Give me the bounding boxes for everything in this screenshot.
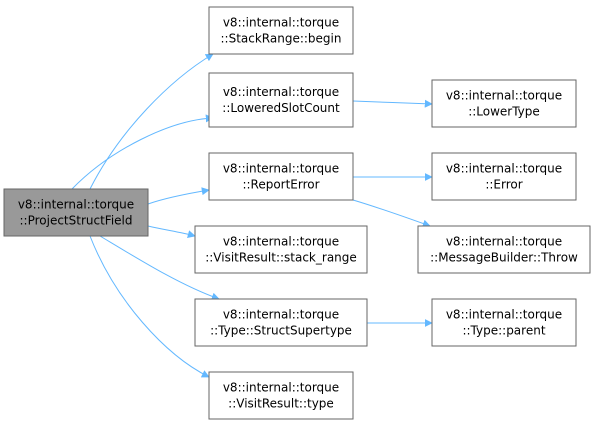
- node-box: [208, 371, 354, 420]
- edge-report_error-to-messagebuilder_throw: [352, 199, 431, 228]
- node-label-line: ::StackRange::begin: [221, 32, 342, 46]
- node-label-line: v8::internal::torque: [223, 381, 339, 395]
- edge-lowered_slot_count-to-lower_type: [352, 99, 433, 108]
- node-box: [208, 6, 354, 55]
- node-type-parent[interactable]: v8::internal::torque::Type::parent: [431, 298, 577, 347]
- node-label-line: ::Type::parent: [462, 324, 545, 338]
- node-label-line: v8::internal::torque: [223, 16, 339, 30]
- node-type-struct-supertype[interactable]: v8::internal::torque::Type::StructSupert…: [194, 298, 368, 347]
- edge-root-to-visitresult_type: [89, 235, 210, 378]
- node-label-line: ::ReportError: [242, 178, 319, 192]
- node-visitresult-stack-range[interactable]: v8::internal::torque::VisitResult::stack…: [194, 225, 368, 274]
- edge-root-to-type_struct_supertype: [99, 235, 220, 301]
- node-label-line: ::Error: [485, 178, 522, 192]
- node-box: [417, 225, 591, 274]
- node-box: [431, 298, 577, 347]
- node-label-line: ::VisitResult::type: [228, 397, 334, 411]
- node-label-line: v8::internal::torque: [446, 89, 562, 103]
- edge-root-to-stackrange_begin: [89, 53, 214, 190]
- edge-root-to-report_error: [147, 187, 210, 205]
- node-label-line: v8::internal::torque: [446, 235, 562, 249]
- node-label-line: ::Type::StructSupertype: [210, 324, 352, 338]
- node-label-line: v8::internal::torque: [446, 308, 562, 322]
- node-box: [3, 188, 149, 237]
- node-label-line: v8::internal::torque: [446, 162, 562, 176]
- node-stackrange-begin[interactable]: v8::internal::torque::StackRange::begin: [208, 6, 354, 55]
- edge-root-to-visitresult_stack_range: [147, 225, 196, 239]
- node-lower-type[interactable]: v8::internal::torque::LowerType: [431, 79, 577, 128]
- node-visitresult-type[interactable]: v8::internal::torque::VisitResult::type: [208, 371, 354, 420]
- node-label-line: v8::internal::torque: [18, 198, 134, 212]
- node-label-line: ::LoweredSlotCount: [222, 101, 340, 115]
- nodes-layer: v8::internal::torque::ProjectStructField…: [3, 6, 591, 420]
- node-label-line: v8::internal::torque: [223, 162, 339, 176]
- node-error[interactable]: v8::internal::torque::Error: [431, 152, 577, 201]
- node-box: [208, 152, 354, 201]
- node-label-line: v8::internal::torque: [223, 85, 339, 99]
- node-label-line: v8::internal::torque: [223, 308, 339, 322]
- edge-root-to-lowered_slot_count: [71, 114, 214, 190]
- node-root[interactable]: v8::internal::torque::ProjectStructField: [3, 188, 149, 237]
- node-label-line: ::LowerType: [468, 105, 540, 119]
- edges-layer: [71, 53, 433, 378]
- node-messagebuilder-throw[interactable]: v8::internal::torque::MessageBuilder::Th…: [417, 225, 591, 274]
- node-box: [208, 72, 354, 128]
- node-label-line: ::MessageBuilder::Throw: [430, 251, 578, 265]
- node-report-error[interactable]: v8::internal::torque::ReportError: [208, 152, 354, 201]
- node-box: [194, 225, 368, 274]
- node-label-line: ::VisitResult::stack_range: [205, 251, 357, 265]
- node-box: [194, 298, 368, 347]
- node-label-line: ::ProjectStructField: [19, 214, 132, 228]
- node-box: [431, 152, 577, 201]
- node-lowered-slot-count[interactable]: v8::internal::torque::LoweredSlotCount: [208, 72, 354, 128]
- node-label-line: v8::internal::torque: [223, 235, 339, 249]
- node-box: [431, 79, 577, 128]
